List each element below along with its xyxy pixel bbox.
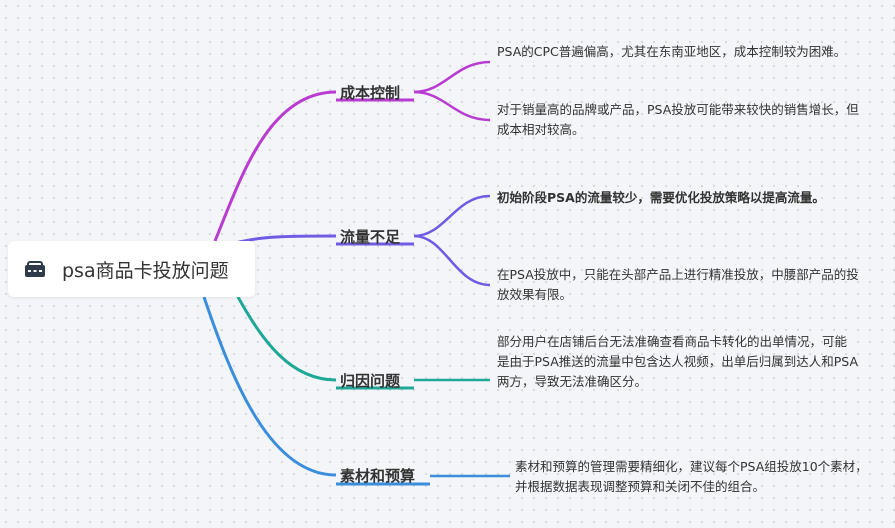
branch-material-budget[interactable]: 素材和预算 xyxy=(340,467,416,485)
connector-cost-leaf2 xyxy=(413,90,491,122)
connector-traffic-leaf1 xyxy=(413,194,491,238)
leaf-cost-cpc[interactable]: PSA的CPC普遍偏高，尤其在东南亚地区，成本控制较为困难。 xyxy=(497,44,847,59)
leaf-traffic-head-products[interactable]: 在PSA投放中，只能在头部产品上进行精准投放，中腰部产品的投放效果有限。 xyxy=(497,267,859,302)
connector-root-material xyxy=(202,296,337,477)
root-node[interactable]: psa商品卡投放问题 xyxy=(8,241,255,297)
branch-attribution-issue[interactable]: 归因问题 xyxy=(340,372,401,390)
leaf-material-budget-detail[interactable]: 素材和预算的管理需要精细化，建议每个PSA组投放10个素材，并根据数据表现调整预… xyxy=(515,459,868,494)
connector-root-attribution xyxy=(236,296,337,382)
root-title: psa商品卡投放问题 xyxy=(62,260,229,282)
branch-cost-control[interactable]: 成本控制 xyxy=(340,84,401,102)
leaf-cost-high-sales[interactable]: 对于销量高的品牌或产品，PSA投放可能带来较快的销售增长，但成本相对较高。 xyxy=(497,102,859,137)
leaf-attribution-detail[interactable]: 部分用户在店铺后台无法准确查看商品卡转化的出单情况，可能是由于PSA推送的流量中… xyxy=(497,334,859,389)
briefcase-icon xyxy=(25,261,45,277)
leaf-traffic-initial[interactable]: 初始阶段PSA的流量较少，需要优化投放策略以提高流量。 xyxy=(497,190,825,205)
connector-traffic-leaf2 xyxy=(413,234,491,287)
connector-root-cost xyxy=(213,90,337,242)
connector-cost-leaf1 xyxy=(413,60,491,94)
branch-insufficient-traffic[interactable]: 流量不足 xyxy=(340,228,401,246)
